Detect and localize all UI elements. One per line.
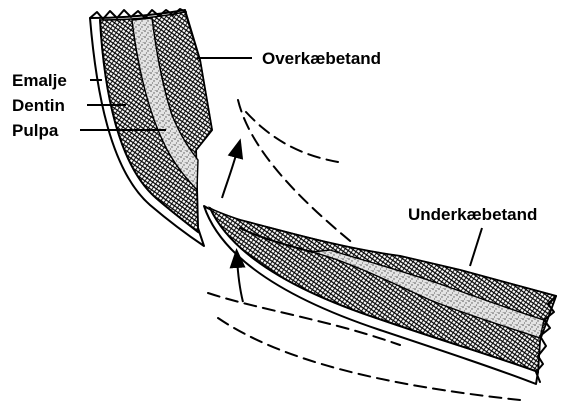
upper-tooth — [90, 9, 212, 246]
lower-tooth — [204, 206, 556, 384]
leader-lower-tooth — [470, 228, 482, 266]
label-upper-tooth: Overkæbetand — [262, 49, 381, 68]
label-dentin: Dentin — [12, 96, 65, 115]
label-lower-tooth: Underkæbetand — [408, 205, 537, 224]
label-enamel: Emalje — [12, 71, 67, 90]
lower-tooth-dentin — [210, 208, 556, 372]
label-pulp: Pulpa — [12, 121, 59, 140]
upward-arrow-upper — [222, 148, 238, 198]
upward-arrow-lower — [237, 258, 243, 302]
dashed-arc-upper-2 — [246, 112, 338, 162]
